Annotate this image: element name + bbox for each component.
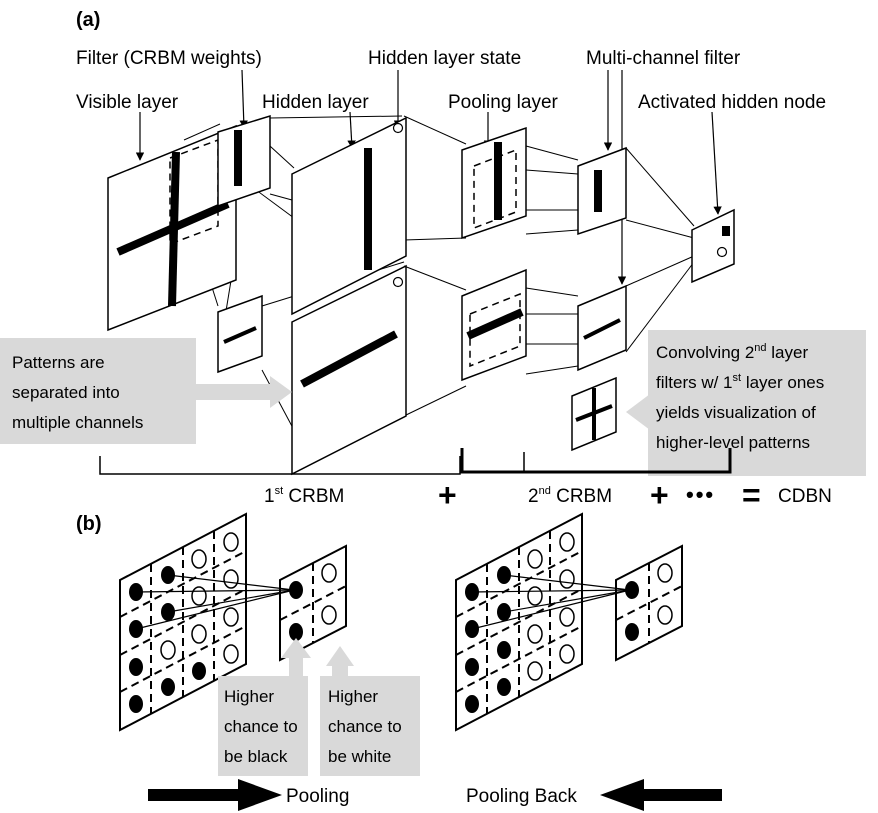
panel-b-label: (b) [76,513,102,535]
note-left-arrow [196,376,292,408]
note-white: Higher chance to be white [320,676,420,776]
filter-label: Filter (CRBM weights) [76,48,262,69]
pooling-label: Pooling [286,786,349,807]
filter-bottom [217,294,263,374]
note-black-line1: Higher [224,687,274,706]
pooling-back-label: Pooling Back [466,786,577,807]
note-white-line3: be white [328,747,391,766]
equals: = [742,477,761,513]
note-right: Convolving 2nd layer filters w/ 1st laye… [648,330,866,476]
pooling-layer-top [461,126,527,240]
multichannel-filter-label: Multi-channel filter [586,48,741,69]
note-black-line2: chance to [224,717,298,736]
plus-1: + [438,477,457,513]
note-black-line3: be black [224,747,288,766]
pooling-arrow-icon [148,779,282,811]
note-black: Higher chance to be black [218,676,308,776]
note-left-line2: separated into [12,383,120,402]
hidden-layer-label: Hidden layer [262,92,369,113]
note-left: Patterns are separated into multiple cha… [0,338,196,444]
hidden-grid-right [455,512,583,732]
activated-node-label: Activated hidden node [638,92,826,113]
pooling-layer-label: Pooling layer [448,92,559,113]
note-black-arrow [281,638,311,676]
note-white-arrow [326,646,354,676]
plus-2: + [650,477,669,513]
activated-hidden-node [691,208,735,284]
note-left-line3: multiple channels [12,413,143,432]
filter-top [217,114,271,208]
cdbn-label: CDBN [778,486,832,507]
multichannel-filter-top [577,146,627,236]
note-left-line1: Patterns are [12,353,105,372]
crbm-brackets [99,448,732,475]
visible-layer-label: Visible layer [76,92,179,113]
crbm1-label: 1st CRBM [264,485,344,507]
pool-grid-left [279,544,347,662]
note-right-line2: filters w/ 1st layer ones [656,372,824,392]
note-right-line4: higher-level patterns [656,433,810,452]
pool-lines-right [471,574,631,630]
note-right-line1: Convolving 2nd layer [656,342,808,362]
note-right-arrow-head [626,394,650,430]
ellipsis: ••• [686,482,715,507]
pool-lines-left [135,574,295,630]
crbm2-label: 2nd CRBM [528,485,612,507]
pooling-back-arrow-icon [600,779,722,811]
hidden-state-label: Hidden layer state [368,48,521,69]
multichannel-filter-bottom [577,284,627,372]
pooling-layer-bottom [461,268,527,382]
visualization-patch [571,376,617,452]
note-white-line2: chance to [328,717,402,736]
visible-layer [107,124,237,332]
hidden-layer-top [291,116,407,316]
note-right-line3: yields visualization of [656,403,816,422]
pool-grid-right [615,544,683,662]
note-white-line1: Higher [328,687,378,706]
hidden-layer-bottom [291,264,407,476]
panel-a-label: (a) [76,9,100,31]
